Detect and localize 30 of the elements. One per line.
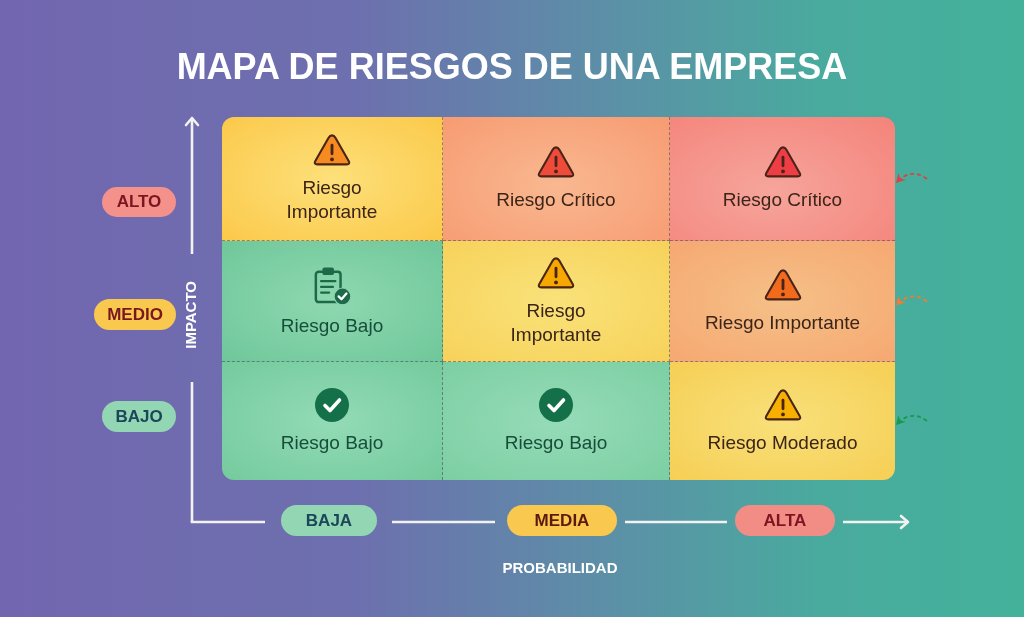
dashed-arrow	[895, 295, 928, 307]
risk-level-text: Riesgo Bajo	[504, 430, 608, 455]
impact-level-tag: BAJO	[102, 401, 176, 432]
risk-cell	[222, 241, 443, 362]
risk-cell	[443, 241, 670, 362]
risk-level-text: Riesgo Bajo	[280, 430, 384, 455]
risk-cell	[222, 117, 443, 241]
risk-level-text: Riesgo Moderado	[707, 430, 858, 455]
dashed-arrow	[895, 414, 928, 426]
risk-cell	[670, 241, 895, 362]
risk-cell	[222, 362, 443, 480]
axis-title: IMPACTO	[182, 281, 200, 349]
impact-level-tag: MEDIO	[94, 299, 176, 330]
risk-cell	[443, 362, 670, 480]
risk-level-text: Riesgo Crítico	[496, 188, 616, 212]
probability-level-tag: ALTA	[735, 505, 835, 536]
axis-title: PROBABILIDAD	[502, 559, 618, 577]
impact-level-tag: ALTO	[102, 187, 176, 217]
probability-level-tag: BAJA	[281, 505, 377, 536]
risk-level-text: Riesgo Importante	[285, 176, 379, 224]
risk-level-text: Riesgo Importante	[509, 298, 603, 347]
title: MAPA DE RIESGOS DE UNA EMPRESA	[176, 46, 848, 88]
probability-level-tag: MEDIA	[507, 505, 617, 536]
dashed-arrow	[895, 172, 928, 184]
risk-cell	[670, 117, 895, 241]
risk-cell	[670, 362, 895, 480]
risk-cell	[443, 117, 670, 241]
risk-level-text: Riesgo Importante	[704, 310, 861, 335]
risk-level-text: Riesgo Bajo	[280, 313, 384, 338]
risk-level-text: Riesgo Crítico	[722, 188, 843, 212]
